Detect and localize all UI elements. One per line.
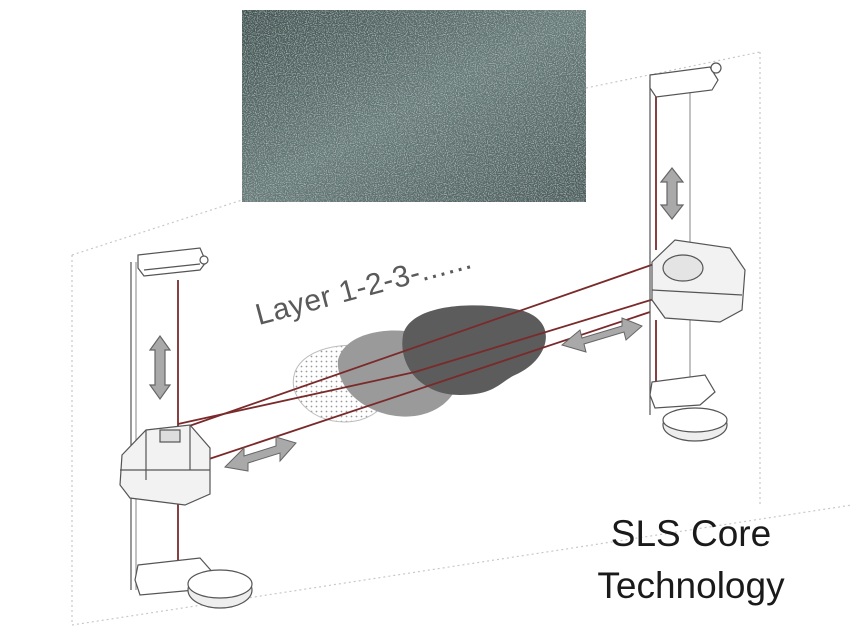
caption-line-2: Technology: [597, 565, 785, 606]
left-scanner-head: [119, 424, 211, 506]
powder-bed-photo: [242, 10, 586, 202]
left-vertical-arrow: [148, 334, 172, 401]
right-scanner-assembly: [649, 62, 746, 442]
left-top-mount: [137, 247, 209, 277]
right-scanner-head: [651, 239, 746, 323]
powder-bed-texture: [242, 10, 586, 202]
caption: SLS Core Technology: [560, 508, 822, 612]
horizontal-arrows: [223, 317, 643, 472]
right-top-mount: [649, 62, 722, 98]
left-scanner-assembly: [119, 247, 253, 609]
right-vertical-arrow: [659, 167, 685, 220]
right-horizontal-arrow: [560, 317, 643, 353]
caption-line-1: SLS Core: [610, 513, 772, 554]
layer-dark: [402, 305, 546, 395]
background-plane: [71, 51, 852, 626]
left-horizontal-arrow: [223, 436, 297, 472]
powder-layers: [292, 305, 546, 423]
right-bottom-mount: [649, 374, 728, 442]
left-bottom-mount: [134, 557, 253, 609]
